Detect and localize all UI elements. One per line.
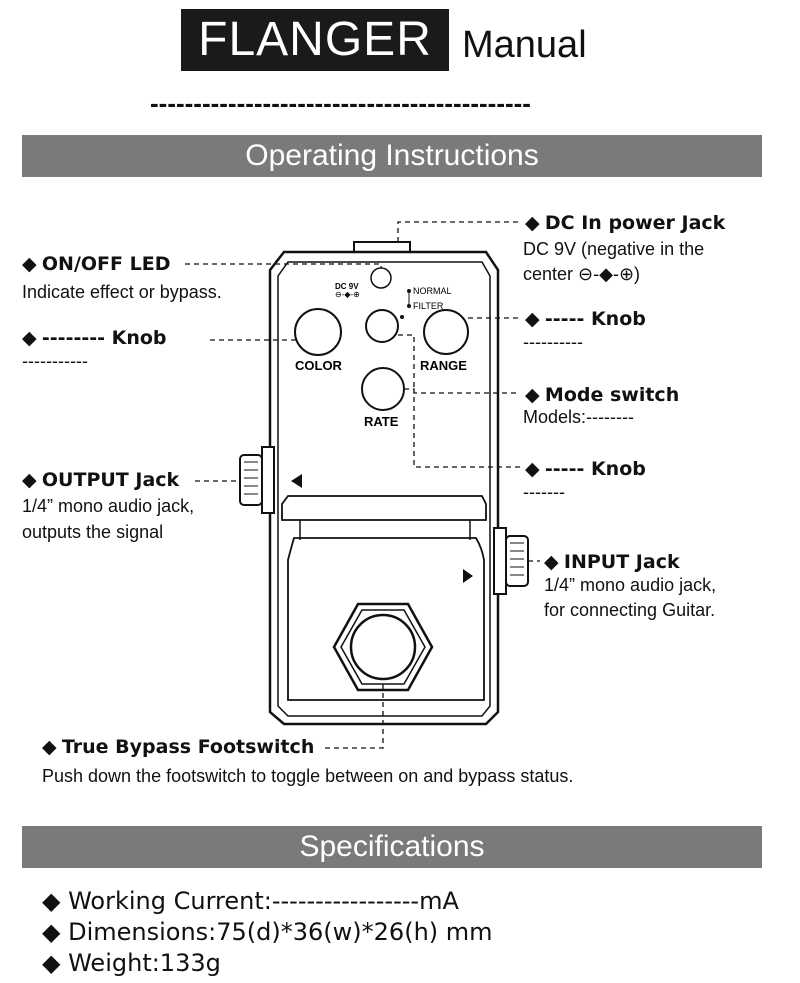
callout-left-knob-title: ◆ -------- Knob bbox=[22, 327, 167, 349]
callout-rate-knob-desc: ------- bbox=[523, 482, 565, 502]
callout-output-jack-desc-1: 1/4” mono audio jack, bbox=[22, 496, 195, 516]
callout-right-knob-title: ◆ ----- Knob bbox=[525, 308, 646, 330]
callout-mode-switch-desc: Models:-------- bbox=[523, 407, 634, 427]
range-knob-shape bbox=[423, 309, 469, 355]
callout-output-jack-desc-2: outputs the signal bbox=[22, 522, 164, 542]
callout-onoff-led-title: ◆ ON/OFF LED bbox=[22, 253, 171, 275]
callout-right-knob-desc: ---------- bbox=[523, 332, 583, 352]
callout-dc-in-desc-1: DC 9V (negative in the bbox=[523, 239, 705, 259]
leader-lines bbox=[185, 221, 540, 749]
dc-jack-shape bbox=[353, 241, 411, 253]
spec-item-dimensions: ◆ Dimensions:75(d)*36(w)*26(h) mm bbox=[42, 918, 493, 946]
pedal-dc-label: DC 9V bbox=[335, 282, 359, 291]
footswitch-button bbox=[349, 613, 417, 681]
output-jack-nut bbox=[239, 454, 263, 506]
callout-dc-in-desc-2: center ⊖-◆-⊕) bbox=[523, 264, 641, 284]
manual-label: Manual bbox=[462, 24, 587, 66]
section-specifications: Specifications bbox=[22, 826, 762, 868]
range-knob-label: RANGE bbox=[420, 358, 467, 373]
panel-edge bbox=[281, 495, 487, 521]
rate-knob-shape bbox=[361, 367, 405, 411]
led-shape bbox=[370, 267, 392, 289]
output-arrow bbox=[291, 474, 302, 488]
mode-filter-label: FILTER bbox=[413, 301, 444, 311]
color-knob-shape bbox=[294, 308, 342, 356]
spec-item-working-current: ◆ Working Current:-----------------mA bbox=[42, 887, 459, 915]
callout-mode-switch-title: ◆ Mode switch bbox=[525, 384, 680, 406]
callout-input-jack-title: ◆ INPUT Jack bbox=[544, 551, 680, 573]
header-divider: ----------------------------------------… bbox=[150, 88, 531, 118]
callout-input-jack-desc-1: 1/4” mono audio jack, bbox=[544, 575, 717, 595]
spec-item-weight: ◆ Weight:133g bbox=[42, 949, 221, 977]
callout-left-knob-desc: ----------- bbox=[22, 351, 88, 371]
mode-normal-label: NORMAL bbox=[413, 286, 452, 296]
input-arrow bbox=[463, 569, 473, 583]
color-knob-label: COLOR bbox=[295, 358, 343, 373]
pedal-body-inner bbox=[277, 261, 491, 717]
callout-footswitch-desc: Push down the footswitch to toggle betwe… bbox=[42, 766, 574, 786]
callout-output-jack-title: ◆ OUTPUT Jack bbox=[22, 469, 180, 491]
mode-switch-shape bbox=[365, 309, 399, 343]
output-jack-body bbox=[261, 446, 275, 514]
rate-knob-label: RATE bbox=[364, 414, 399, 429]
callout-input-jack-desc-2: for connecting Guitar. bbox=[544, 600, 716, 620]
callout-dc-in-title: ◆ DC In power Jack bbox=[525, 212, 726, 234]
callout-onoff-led-desc: Indicate effect or bypass. bbox=[22, 282, 222, 302]
input-jack-body bbox=[493, 527, 507, 595]
pedal-dc-polarity: ⊖-◆-⊕ bbox=[335, 290, 360, 299]
product-title: FLANGER bbox=[181, 9, 449, 71]
section-operating-instructions: Operating Instructions bbox=[22, 135, 762, 177]
callout-rate-knob-title: ◆ ----- Knob bbox=[525, 458, 646, 480]
callout-footswitch-title: ◆ True Bypass Footswitch bbox=[42, 736, 315, 758]
